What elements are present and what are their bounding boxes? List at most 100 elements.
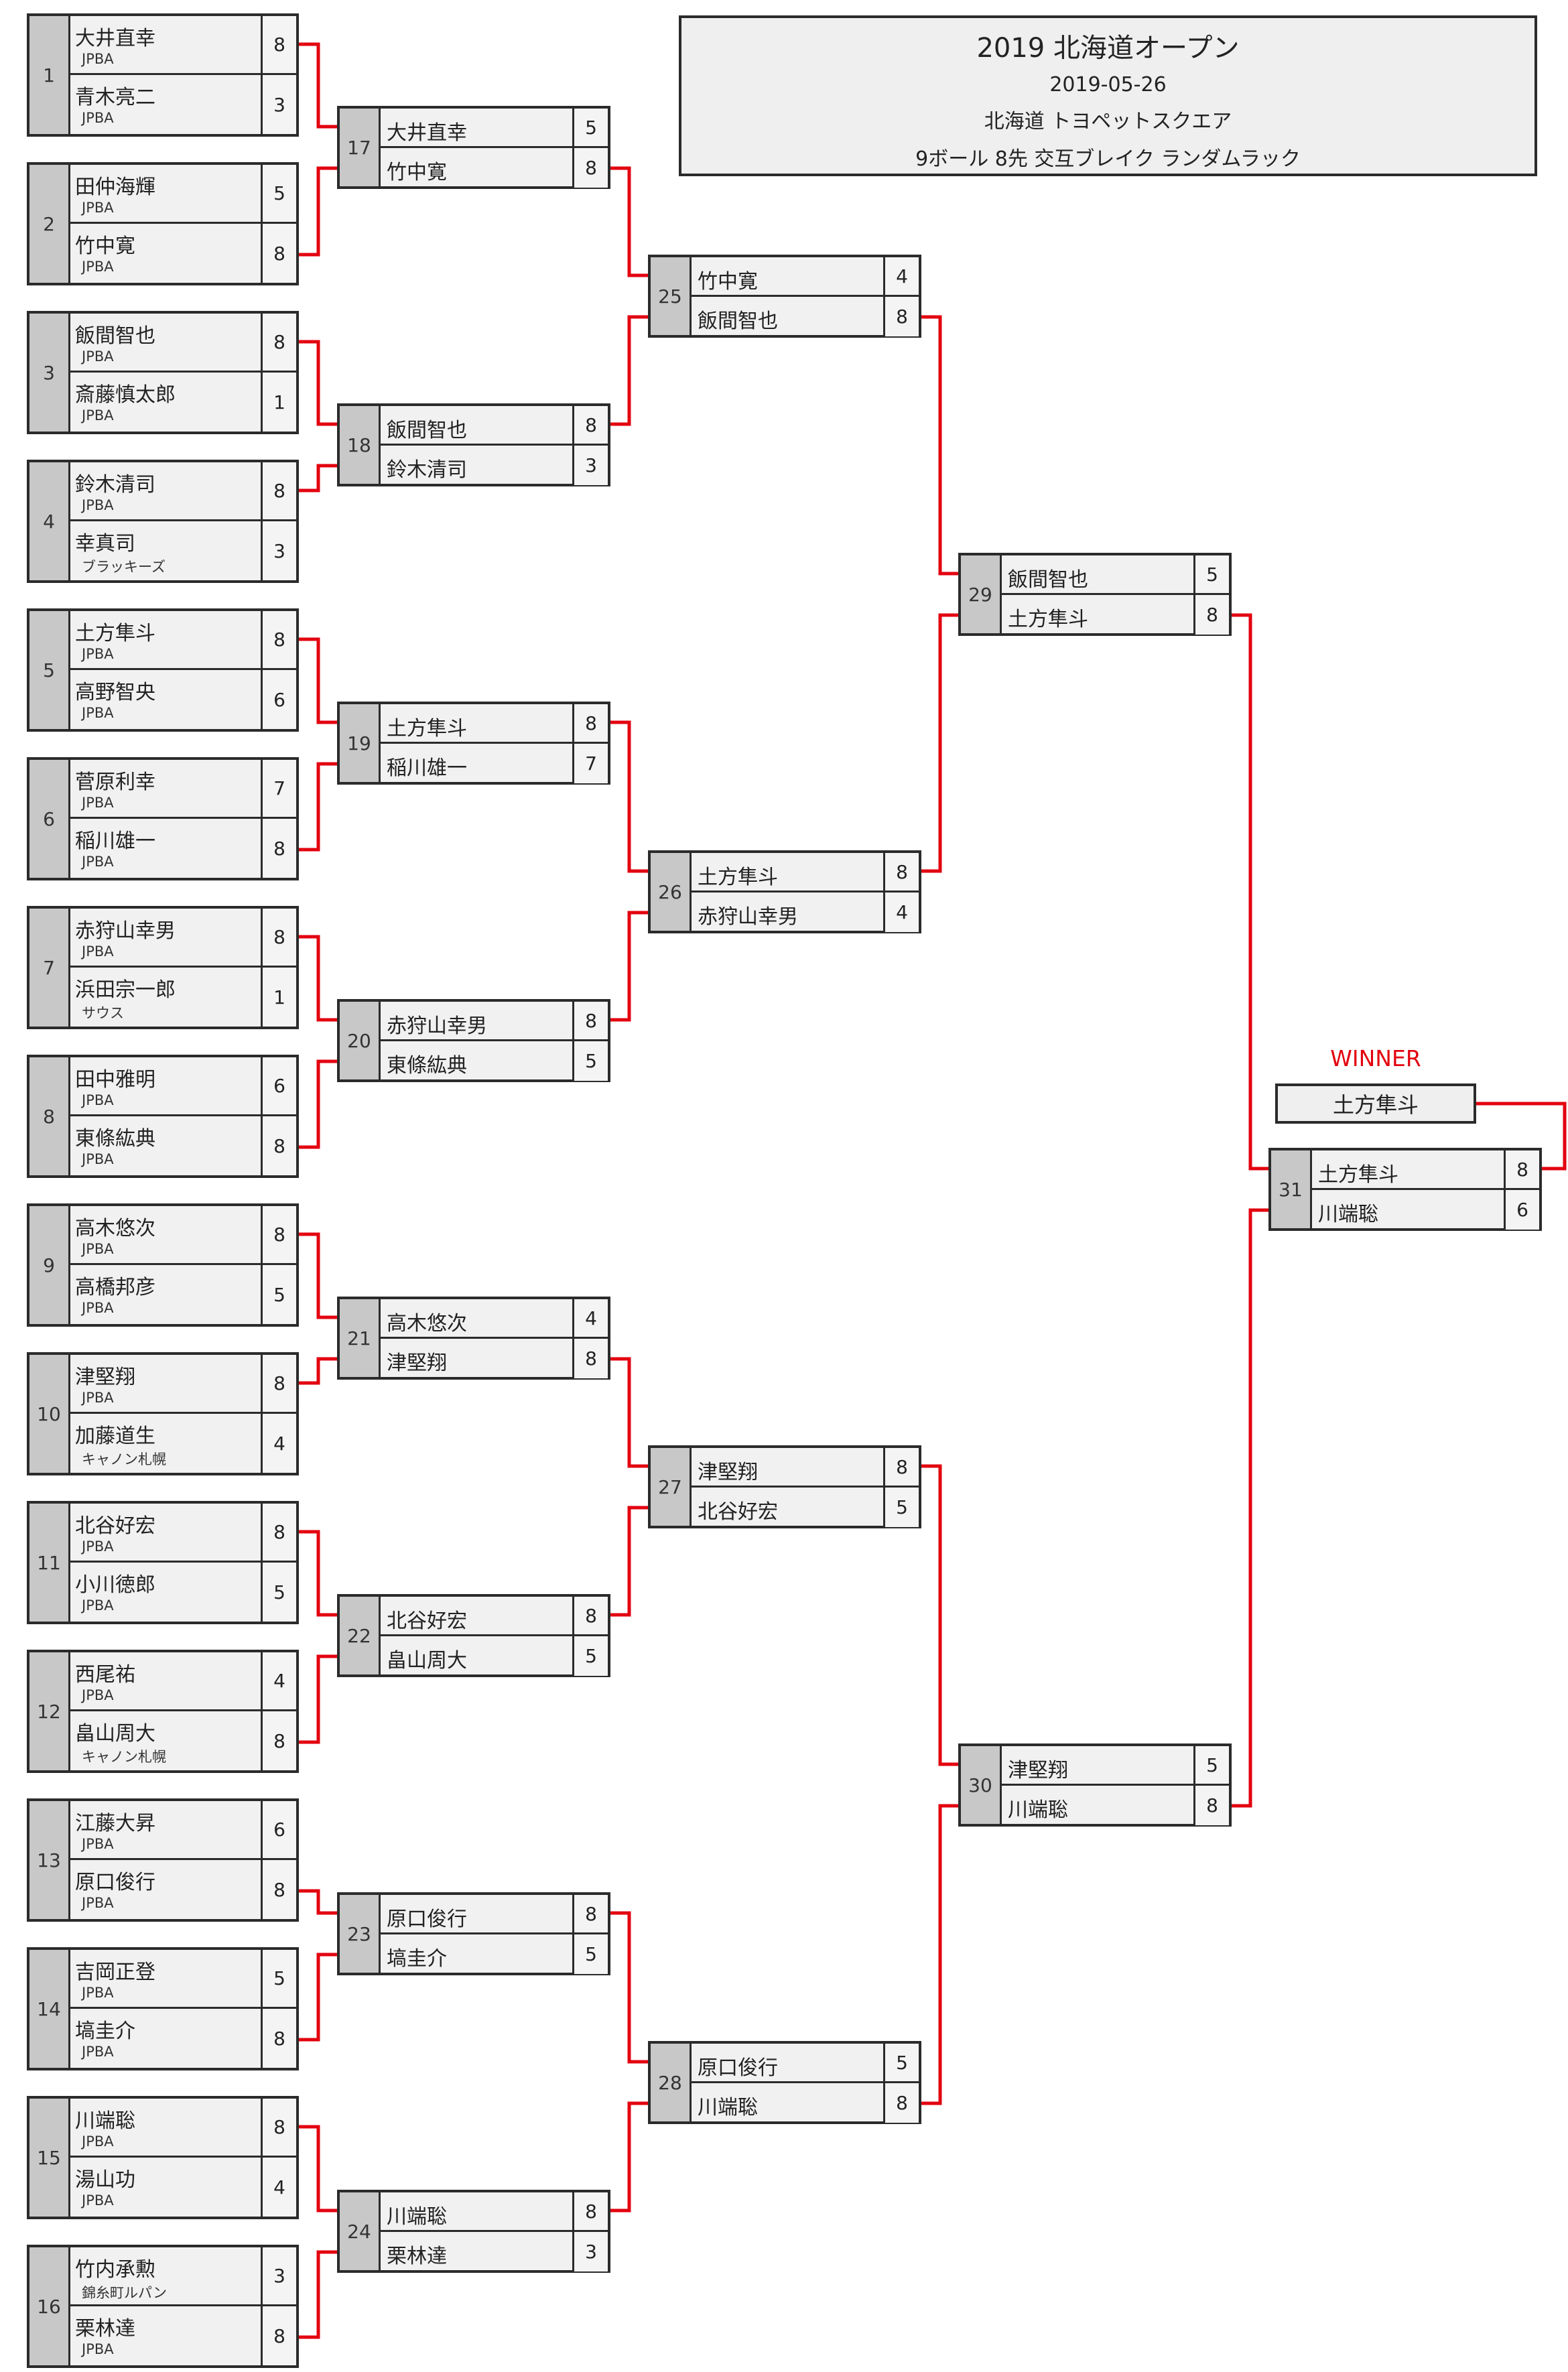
player-name: 赤狩山幸男: [387, 1014, 487, 1038]
player-name: 西尾祐: [75, 1663, 135, 1687]
player-score: 5: [883, 2044, 919, 2081]
player-affiliation: JPBA: [82, 1151, 114, 1167]
player-affiliation: JPBA: [82, 348, 114, 365]
player-affiliation: 錦糸町ルパン: [82, 2285, 168, 2301]
player-score: 4: [261, 2158, 296, 2217]
match-number: 14: [29, 1950, 70, 2068]
player-name: 加藤道生: [75, 1425, 155, 1448]
player-score: 8: [261, 1504, 296, 1561]
player-score: 4: [883, 893, 919, 932]
player-name: 畠山周大: [75, 1722, 155, 1745]
player-affiliation: JPBA: [82, 1597, 114, 1613]
player-score: 8: [1193, 1786, 1229, 1825]
match-number: 16: [29, 2247, 70, 2365]
player-score: 5: [261, 165, 296, 222]
match-number: 1: [29, 16, 70, 134]
connector-line: [610, 315, 648, 426]
player-score: 8: [572, 704, 608, 742]
connector-line: [299, 2125, 337, 2213]
player-score: 4: [261, 1652, 296, 1709]
player-name: 小川徳郎: [75, 1573, 155, 1597]
player-name: 赤狩山幸男: [698, 905, 798, 929]
match-number: 21: [340, 1299, 381, 1377]
player-affiliation: JPBA: [82, 259, 114, 275]
player-name: 栗林達: [387, 2245, 447, 2268]
event-date: 2019-05-26: [1049, 73, 1167, 96]
match-number: 25: [651, 257, 692, 335]
player-name: 斎藤慎太郎: [75, 383, 176, 407]
player-name: 浜田宗一郎: [75, 978, 176, 1002]
player-name: 飯間智也: [1008, 568, 1088, 592]
event-header: 2019 北海道オープン 2019-05-26 北海道 トヨペットスクエア 9ボ…: [679, 15, 1537, 176]
player-slot: 赤狩山幸男 4: [690, 893, 919, 932]
player-score: 4: [883, 257, 919, 295]
player-affiliation: JPBA: [82, 854, 114, 870]
connector-line: [299, 1357, 337, 1385]
player-name: 原口俊行: [387, 1908, 467, 1931]
connector-line: [299, 166, 337, 257]
connector-line: [299, 762, 337, 852]
player-name: 稲川雄一: [75, 830, 155, 853]
player-affiliation: JPBA: [82, 1687, 114, 1703]
player-score: 8: [572, 406, 608, 444]
match-number: 4: [29, 462, 70, 580]
player-score: 8: [1193, 595, 1229, 635]
player-affiliation: JPBA: [82, 2044, 114, 2060]
player-affiliation: JPBA: [82, 1985, 114, 2001]
event-title: 2019 北海道オープン: [976, 33, 1240, 64]
connector-line: [610, 1357, 648, 1468]
player-score: 5: [1193, 555, 1229, 593]
player-score: 7: [261, 760, 296, 817]
connector-line: [299, 1654, 337, 1744]
match-number: 20: [340, 1002, 381, 1079]
player-score: 8: [572, 2192, 608, 2230]
player-score: 6: [1504, 1190, 1539, 1230]
player-name: 湯山功: [75, 2168, 135, 2192]
player-score: 8: [883, 2083, 919, 2123]
match-number: 3: [29, 314, 70, 432]
player-affiliation: キャノン札幌: [82, 1749, 166, 1765]
match-number: 31: [1271, 1150, 1312, 1228]
event-rules: 9ボール 8先 交互ブレイク ランダムラック: [915, 147, 1301, 171]
